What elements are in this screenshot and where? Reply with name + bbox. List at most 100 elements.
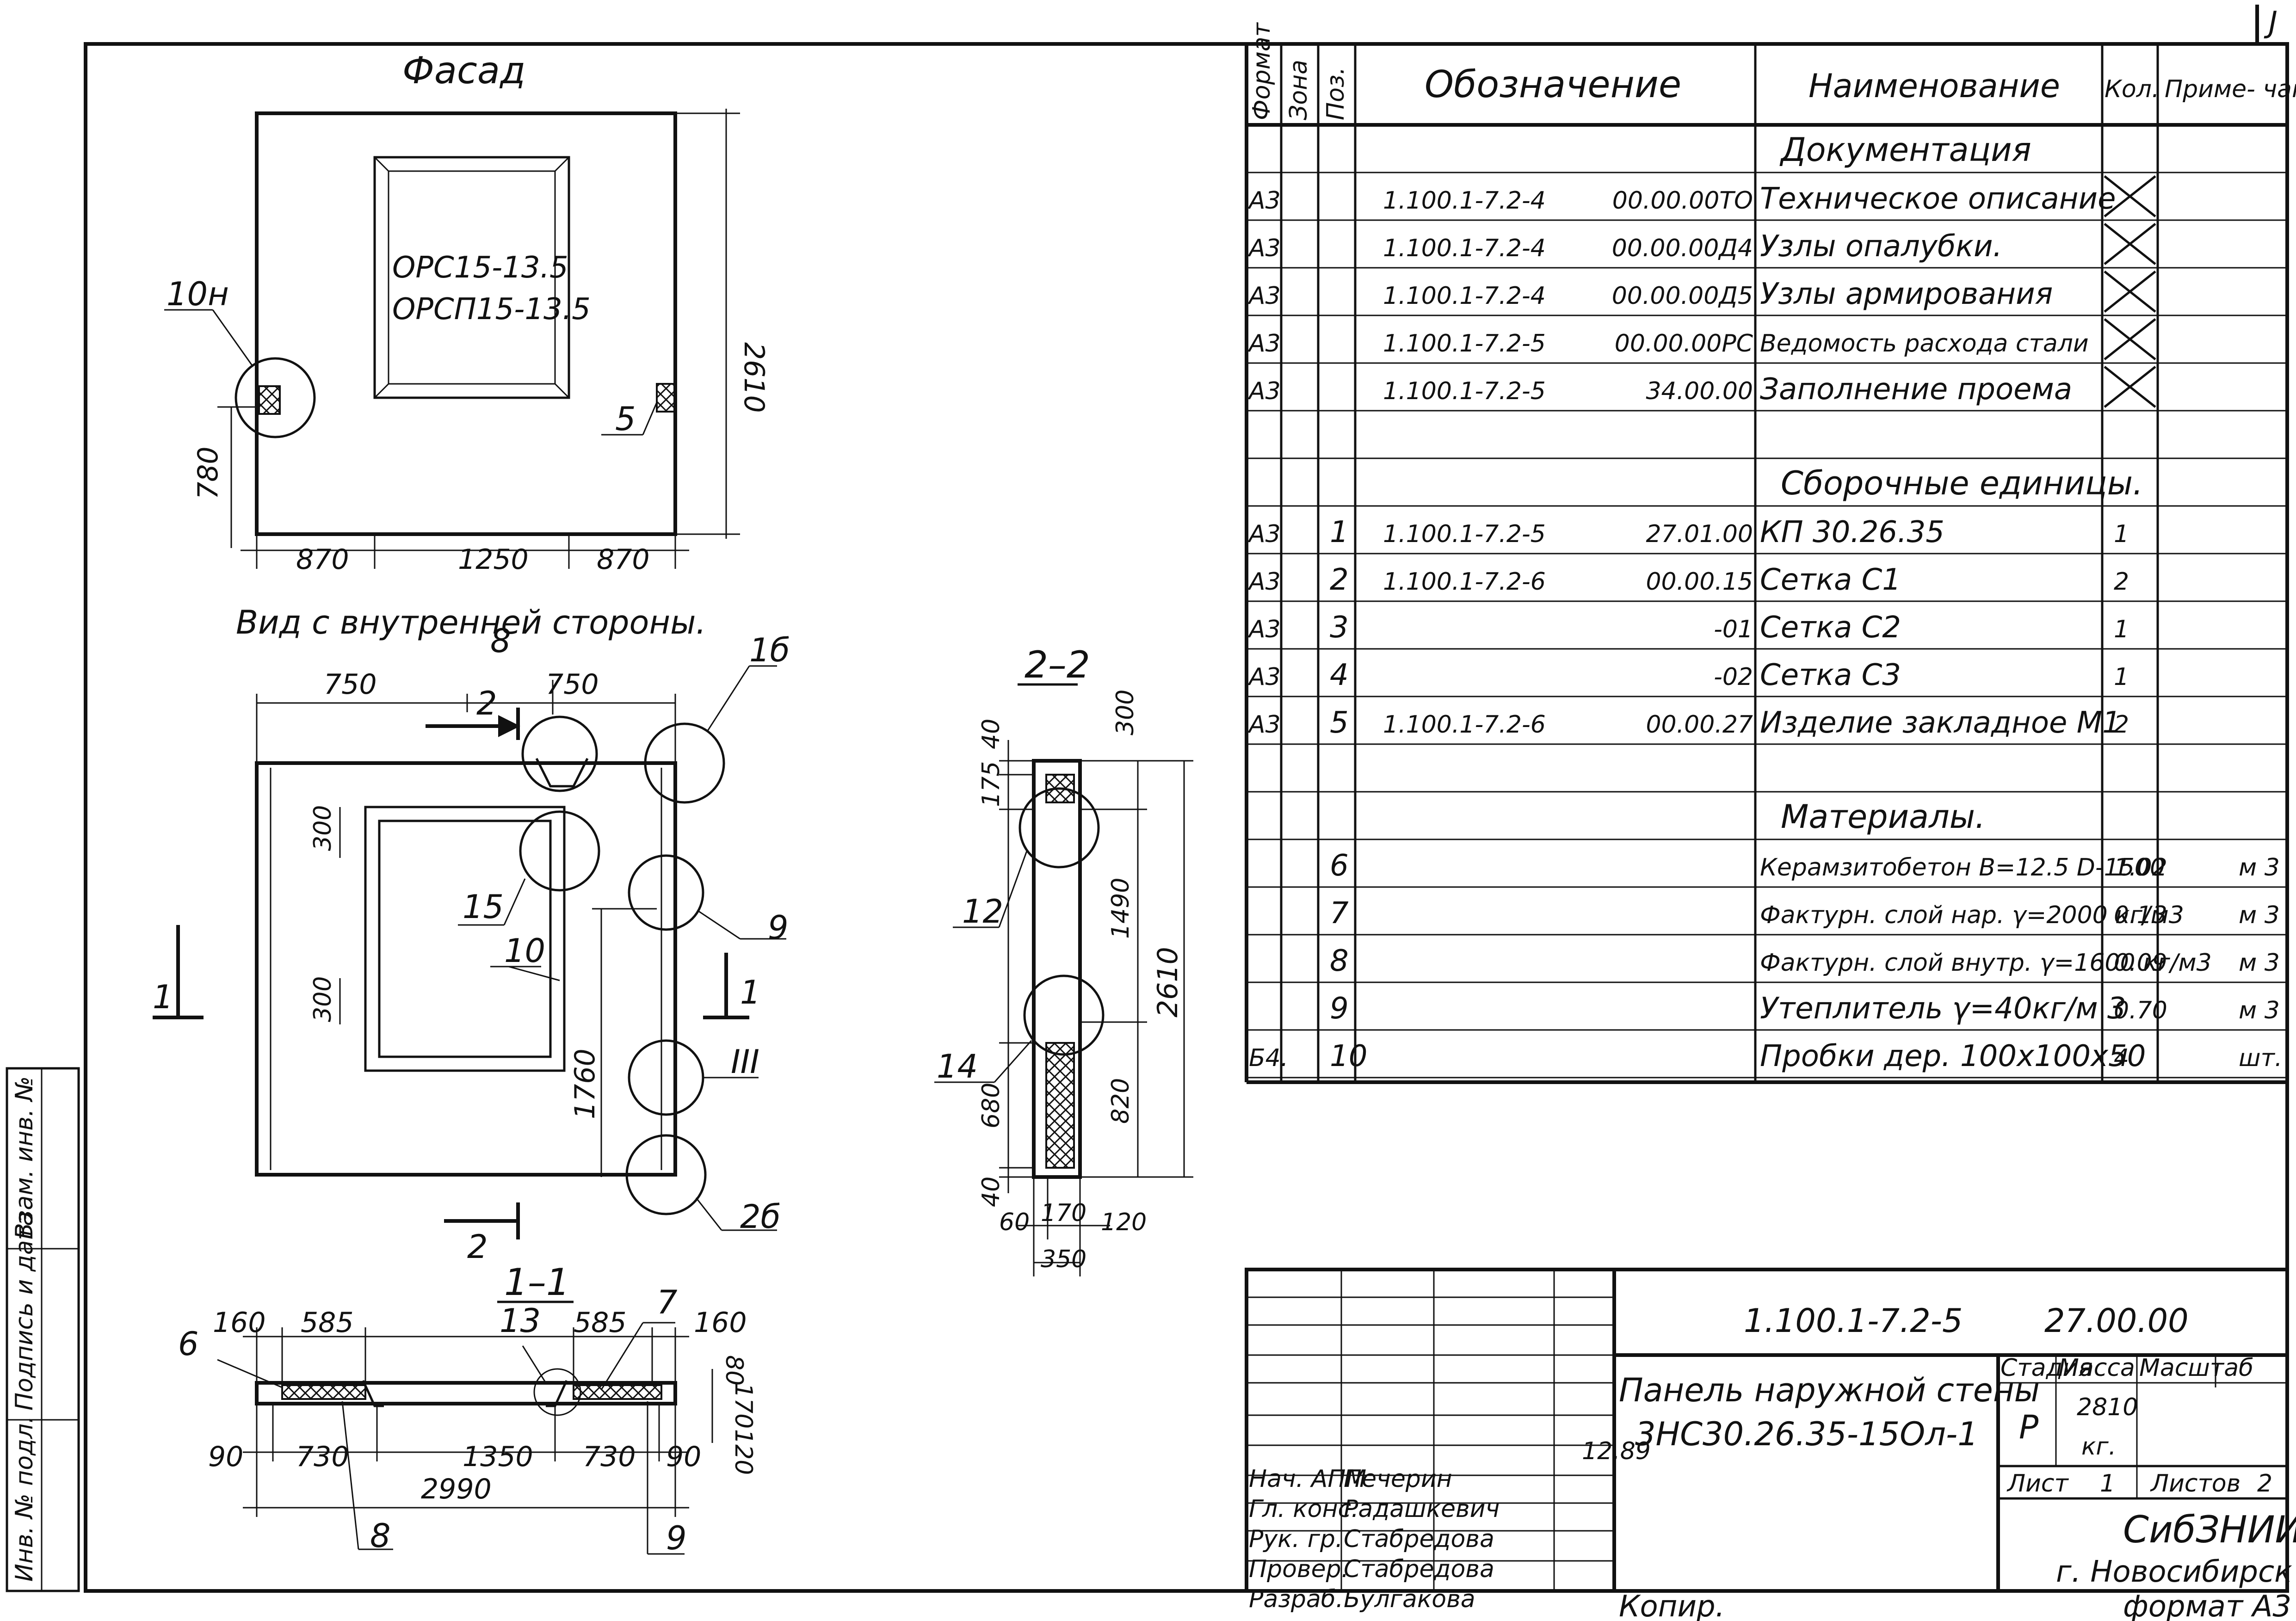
spec-name-2: Узлы опалубки.: [1760, 229, 2002, 264]
sec11-dim-90-right: 90: [666, 1441, 701, 1473]
detail-circle-15: [519, 810, 600, 892]
spec-qty-cross: [2104, 271, 2156, 313]
sig-name-0: Печерин: [1344, 1465, 1452, 1493]
sec22-dim-170: 170: [1041, 1199, 1086, 1227]
callout-6: 6: [178, 1325, 199, 1363]
sig-role-2: Рук. гр.: [1249, 1525, 1343, 1553]
hdr-designation: Обозначение: [1425, 63, 1681, 106]
spec-name-17: Фактурн. слой внутр. γ=1600 кг/м3: [1760, 949, 2212, 977]
detail-circle-1b: [644, 722, 725, 804]
callout-13: 13: [500, 1302, 541, 1340]
inner-window-outer: [364, 806, 566, 1072]
spec-note-18: м 3: [2239, 997, 2280, 1024]
spec-name-15: Керамзитобетон В=12.5 D-1500: [1760, 854, 2165, 881]
section-2-2-title: 2–2: [1025, 643, 1090, 686]
spec-format-5: А3: [1247, 377, 1281, 405]
sec11-dim-730-right: 730: [583, 1441, 636, 1473]
tb-title-line2: 3НС30.26.35-15Ол-1: [1635, 1415, 1978, 1453]
callout-1b: 1б: [749, 631, 790, 669]
spec-code-5: 34.00.00: [1646, 377, 1753, 405]
spec-code-4: 00.00.00РС: [1615, 330, 1753, 357]
spec-qty-17: 0.09: [2114, 949, 2167, 977]
sec22-dim-40-top: 40: [977, 719, 1005, 749]
inner-view: Вид с внутренней стороны. 750 750 2 2 1 …: [153, 604, 790, 1266]
callout-5: 5: [615, 400, 636, 438]
spec-pos-12: 5: [1330, 706, 1349, 740]
section-mark-1-left: 1: [153, 978, 173, 1016]
side-stamp-replace-label: Взам. инв. №: [11, 1076, 38, 1239]
spec-qty-18: 0.70: [2114, 997, 2167, 1024]
sec11-dim-730-left: 730: [296, 1441, 349, 1473]
sec22-dim-820: 820: [1107, 1078, 1135, 1124]
spec-qty-cross: [2104, 175, 2156, 217]
spec-name-5: Заполнение проема: [1760, 372, 2072, 407]
sec22-dim-350: 350: [1041, 1245, 1086, 1273]
facade-panel-outline: [255, 111, 677, 536]
tb-sheets-label: Листов: [2150, 1470, 2240, 1498]
sec22-dim-2610: 2610: [1152, 947, 1184, 1017]
facade-dim-window: 1250: [458, 543, 529, 576]
facade-window-outer: [373, 156, 570, 399]
spec-designation-1: 1.100.1-7.2-4: [1383, 187, 1546, 215]
spec-table: Формат Зона Поз. Обозначение Наименовани…: [1245, 22, 2296, 1084]
spec-format-1: А3: [1247, 187, 1281, 215]
inner-window-inner: [378, 820, 552, 1058]
spec-qty-cross: [2104, 318, 2156, 360]
spec-section-0: Документация: [1779, 131, 2031, 169]
spec-format-4: А3: [1247, 330, 1281, 357]
spec-pos-15: 6: [1330, 849, 1349, 883]
inner-dim-1760: 1760: [569, 1048, 601, 1119]
spec-qty-19: 4: [2114, 1044, 2129, 1072]
spec-qty-9: 2: [2114, 568, 2129, 596]
callout-10: 10: [504, 932, 545, 970]
facade-window-inner: [388, 170, 556, 385]
spec-section-14: Материалы.: [1781, 798, 1985, 836]
spec-pos-8: 1: [1330, 515, 1349, 549]
spec-qty-4: X: [2108, 330, 2126, 357]
side-stamp-inv-label: Инв. № подл.: [11, 1416, 38, 1582]
facade-dim-height-2610: 2610: [738, 342, 770, 413]
spec-pos-9: 2: [1330, 563, 1349, 597]
spec-designation-5: 1.100.1-7.2-5: [1383, 377, 1546, 405]
sig-name-1: Радашкевич: [1344, 1495, 1500, 1523]
tb-sheets: 2: [2257, 1470, 2272, 1498]
spec-note-17: м 3: [2239, 949, 2280, 977]
spec-format-19: Б4.: [1249, 1044, 1288, 1072]
spec-designation-3: 1.100.1-7.2-4: [1383, 282, 1546, 310]
spec-format-8: А3: [1247, 520, 1281, 548]
tb-title-line1: Панель наружной стены: [1619, 1371, 2040, 1409]
detail-circle-9: [628, 854, 704, 931]
spec-designation-12: 1.100.1-7.2-6: [1383, 711, 1546, 739]
tb-org: СибЗНИИЭП: [2123, 1508, 2296, 1551]
inner-dim-top-left: 750: [324, 668, 377, 701]
callout-9-section: 9: [666, 1519, 687, 1557]
spec-name-16: Фактурн. слой нар. γ=2000 кг/м3: [1760, 901, 2184, 929]
spec-note-19: шт.: [2239, 1044, 2282, 1072]
hdr-pos: Поз.: [1322, 67, 1350, 120]
tb-city: г. Новосибирск: [2056, 1555, 2292, 1589]
spec-designation-9: 1.100.1-7.2-6: [1383, 568, 1546, 596]
spec-name-10: Сетка С2: [1760, 610, 1901, 645]
spec-name-11: Сетка С3: [1760, 658, 1901, 692]
side-stamp: Инв. № подл. Подпись и дата Взам. инв. №: [6, 1067, 80, 1592]
spec-code-8: 27.01.00: [1646, 520, 1753, 548]
spec-qty-8: 1: [2114, 520, 2129, 548]
tb-mass-unit: кг.: [2081, 1433, 2116, 1461]
section-mark-1-right: 1: [740, 974, 761, 1011]
spec-designation-4: 1.100.1-7.2-5: [1383, 330, 1546, 357]
facade-dim-right: 870: [597, 543, 650, 576]
tb-sheet-label: Лист: [2006, 1470, 2069, 1498]
sec11-dim-top-160-right: 160: [694, 1307, 747, 1339]
section-mark-2-bottom: 2: [467, 1228, 488, 1266]
spec-name-1: Техническое описание: [1760, 182, 2116, 216]
tb-doc-number: 1.100.1-7.2-5: [1744, 1302, 1963, 1340]
facade-dim-height-780: 780: [192, 446, 224, 499]
callout-14: 14: [937, 1048, 978, 1085]
spec-code-3: 00.00.00Д5: [1612, 282, 1753, 310]
spec-qty-12: 2: [2114, 711, 2129, 739]
spec-format-3: А3: [1247, 282, 1281, 310]
detail-circle-10n: [235, 357, 316, 438]
callout-8-section: 8: [370, 1517, 391, 1555]
